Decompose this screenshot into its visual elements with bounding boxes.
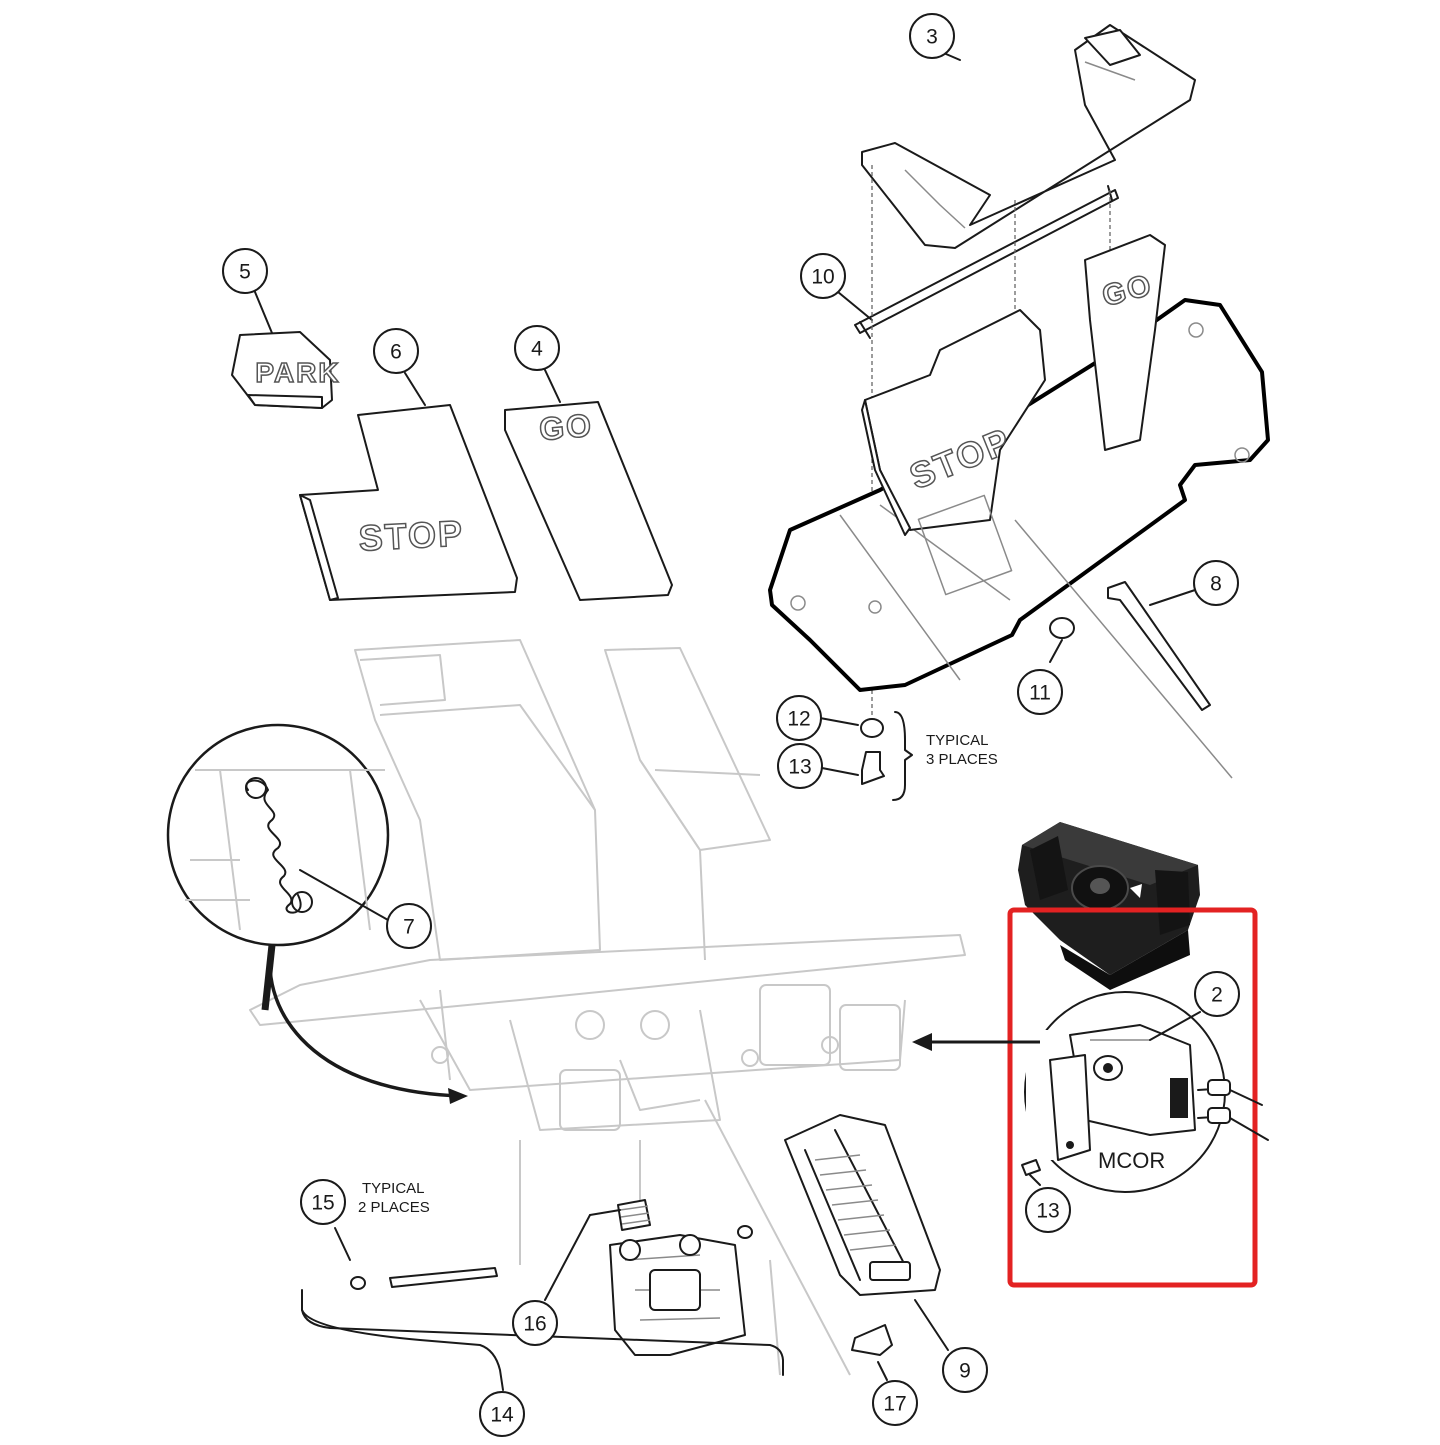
spring-coil bbox=[245, 777, 313, 914]
callout-number: 8 bbox=[1210, 573, 1222, 596]
callout-circle bbox=[512, 1300, 558, 1346]
callout-number: 5 bbox=[239, 261, 251, 284]
callout-c9: 9 bbox=[942, 1347, 988, 1393]
callout-circle bbox=[300, 1179, 346, 1225]
callout-c15: 15 bbox=[300, 1179, 346, 1225]
callout-circle bbox=[386, 903, 432, 949]
callout-number: 12 bbox=[787, 708, 810, 731]
callout-circle bbox=[1193, 560, 1239, 606]
callout-circle bbox=[777, 743, 823, 789]
callout-circle bbox=[800, 253, 846, 299]
part-4-go-pad: GO bbox=[504, 369, 673, 601]
callout-number: 3 bbox=[926, 26, 938, 49]
part-16-pivot-bracket bbox=[544, 1199, 753, 1356]
callout-c8: 8 bbox=[1193, 560, 1239, 606]
callout-circle bbox=[373, 328, 419, 374]
part-17-clip bbox=[851, 1324, 893, 1381]
cartridge-coils bbox=[814, 1154, 897, 1251]
mcor-detail-view: MCOR bbox=[1021, 991, 1269, 1193]
callout-c17: 17 bbox=[872, 1380, 918, 1426]
callout-c3: 3 bbox=[909, 13, 955, 59]
callout-circle bbox=[222, 248, 268, 294]
part-6-stop-pad: STOP bbox=[299, 372, 518, 601]
callout-c14: 14 bbox=[479, 1391, 525, 1437]
callout-number: 16 bbox=[523, 1313, 546, 1336]
callout-number: 9 bbox=[959, 1360, 971, 1383]
typical-3-line2: 3 PLACES bbox=[926, 751, 998, 768]
callout-circle bbox=[514, 325, 560, 371]
park-embossed-text: PARK bbox=[255, 357, 340, 388]
part-13-screw bbox=[821, 751, 885, 785]
part-9-spring-cartridge bbox=[784, 1114, 949, 1351]
callout-number: 13 bbox=[1036, 1200, 1059, 1223]
callout-c13a: 13 bbox=[777, 743, 823, 789]
callout-number: 6 bbox=[390, 341, 402, 364]
callout-c16: 16 bbox=[512, 1300, 558, 1346]
callout-c6: 6 bbox=[373, 328, 419, 374]
spring-detail-view bbox=[166, 723, 468, 1104]
callout-c13b: 13 bbox=[1025, 1187, 1071, 1233]
typical-2-line1: TYPICAL bbox=[362, 1180, 425, 1197]
callout-circle bbox=[776, 695, 822, 741]
callout-circle bbox=[872, 1380, 918, 1426]
callout-number: 13 bbox=[788, 756, 811, 779]
assembly-14-bracket-left bbox=[301, 1309, 504, 1391]
callout-c12: 12 bbox=[776, 695, 822, 741]
callout-number: 14 bbox=[490, 1404, 514, 1427]
part-8-bolt bbox=[1107, 581, 1211, 711]
part-5-park-pad: PARK bbox=[231, 291, 340, 409]
callout-circle bbox=[942, 1347, 988, 1393]
pedal-assembly-faded bbox=[249, 639, 966, 1376]
callout-number: 7 bbox=[403, 916, 415, 939]
callout-circle bbox=[909, 13, 955, 59]
callout-number: 11 bbox=[1029, 682, 1051, 705]
mcor-arrow bbox=[912, 1033, 1040, 1051]
guide-line bbox=[1014, 519, 1233, 779]
callout-circle bbox=[479, 1391, 525, 1437]
callout-circle bbox=[1194, 971, 1240, 1017]
typical-2-line2: 2 PLACES bbox=[358, 1199, 430, 1216]
callout-number: 2 bbox=[1211, 984, 1223, 1007]
part-12-washer bbox=[819, 717, 884, 738]
callout-c10: 10 bbox=[800, 253, 846, 299]
callout-circle bbox=[1017, 669, 1063, 715]
stop-embossed-text: STOP bbox=[358, 512, 465, 558]
base-plate-assembly: STOP GO bbox=[768, 234, 1270, 692]
callout-c7: 7 bbox=[386, 903, 432, 949]
callout-number: 4 bbox=[531, 338, 543, 361]
mcor-label: MCOR bbox=[1098, 1148, 1165, 1173]
callout-c2: 2 bbox=[1194, 971, 1240, 1017]
callout-number: 15 bbox=[311, 1192, 334, 1215]
typical-3-bracket bbox=[892, 711, 913, 801]
callout-circle bbox=[1025, 1187, 1071, 1233]
part-2-mcor-sensor bbox=[1018, 822, 1200, 990]
callout-c11: 11 bbox=[1017, 669, 1063, 715]
callout-number: 10 bbox=[811, 266, 834, 289]
mcor-highlight-box bbox=[1007, 907, 1258, 1288]
part-11-nut bbox=[1049, 617, 1075, 663]
go-embossed-text: GO bbox=[538, 407, 595, 448]
callout-c5: 5 bbox=[222, 248, 268, 294]
part-3-cover-plate bbox=[861, 24, 1196, 249]
callout-layer: 3 5 10 6 4 8 11 12 13 7 2 15 13 16 9 17 14 bbox=[222, 13, 1240, 1437]
callout-number: 17 bbox=[883, 1393, 906, 1416]
callout-c4: 4 bbox=[514, 325, 560, 371]
part-15-pin bbox=[334, 1227, 498, 1290]
typical-3-line1: TYPICAL bbox=[926, 732, 989, 749]
